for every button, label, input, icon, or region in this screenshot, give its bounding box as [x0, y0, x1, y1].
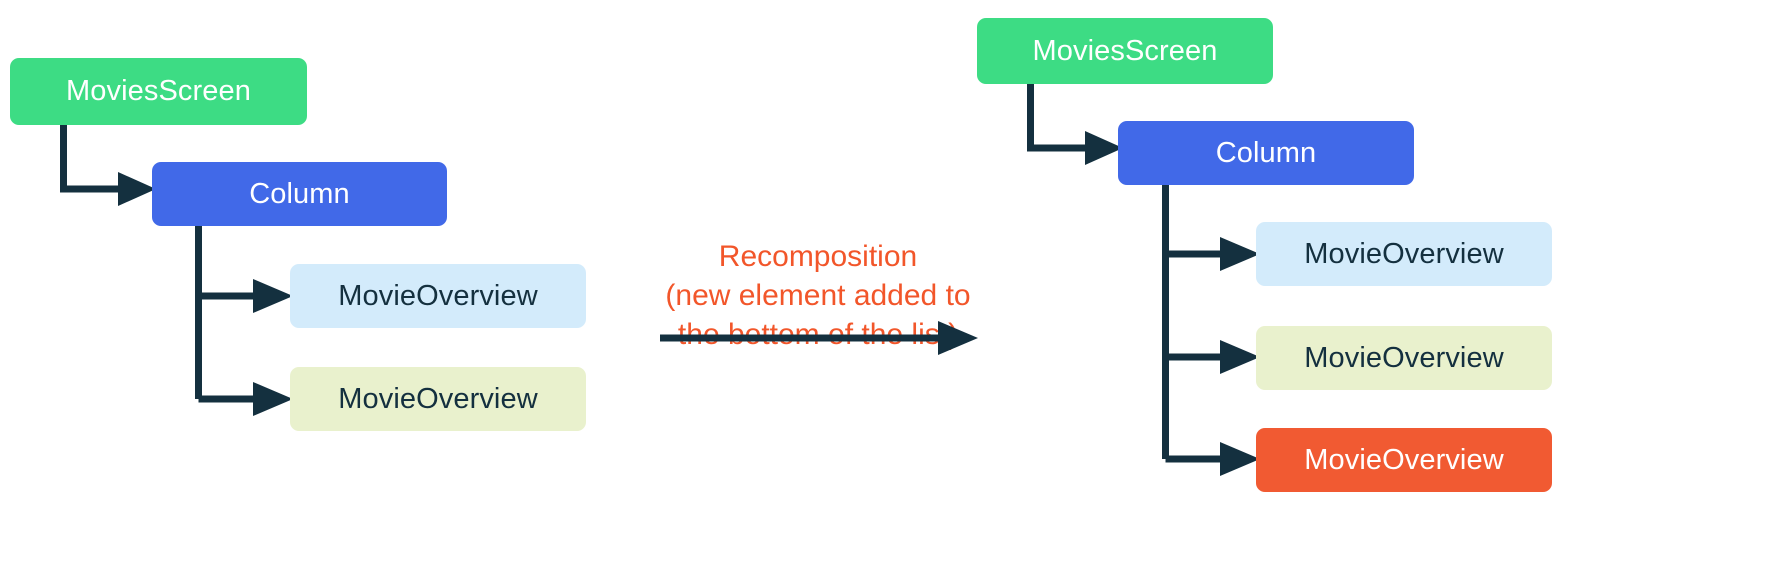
left-node-movieoverview-2-label: MovieOverview	[338, 382, 538, 415]
transition-line2-text: (new element added to	[665, 279, 971, 312]
left-node-movieoverview-2: MovieOverview	[290, 367, 586, 431]
left-connector-root-to-column	[60, 125, 156, 206]
left-node-movieoverview-1-label: MovieOverview	[338, 279, 538, 312]
right-node-moviesscreen: MoviesScreen	[977, 18, 1273, 84]
left-node-column-label: Column	[249, 177, 350, 210]
right-node-movieoverview-2-label: MovieOverview	[1304, 341, 1504, 374]
left-node-moviesscreen: MoviesScreen	[10, 58, 307, 125]
left-connector-column-to-children	[195, 226, 293, 416]
transition-label-line2: (new element added to	[660, 237, 976, 315]
transition-arrow-icon	[660, 321, 978, 355]
right-node-movieoverview-1: MovieOverview	[1256, 222, 1552, 286]
right-node-movieoverview-2: MovieOverview	[1256, 326, 1552, 390]
right-node-column: Column	[1118, 121, 1414, 185]
right-node-movieoverview-1-label: MovieOverview	[1304, 237, 1504, 270]
right-node-movieoverview-3-label: MovieOverview	[1304, 443, 1504, 476]
right-node-column-label: Column	[1215, 136, 1317, 169]
transition-label-line1: Recomposition	[660, 198, 976, 276]
left-node-moviesscreen-label: MoviesScreen	[66, 75, 251, 107]
left-node-column: Column	[152, 162, 447, 226]
right-node-moviesscreen-label: MoviesScreen	[1032, 34, 1218, 67]
transition-line1-text: Recomposition	[718, 240, 918, 273]
left-node-movieoverview-1: MovieOverview	[290, 264, 586, 328]
right-connector-root-to-column	[1027, 84, 1123, 165]
right-node-movieoverview-3-new: MovieOverview	[1256, 428, 1552, 492]
